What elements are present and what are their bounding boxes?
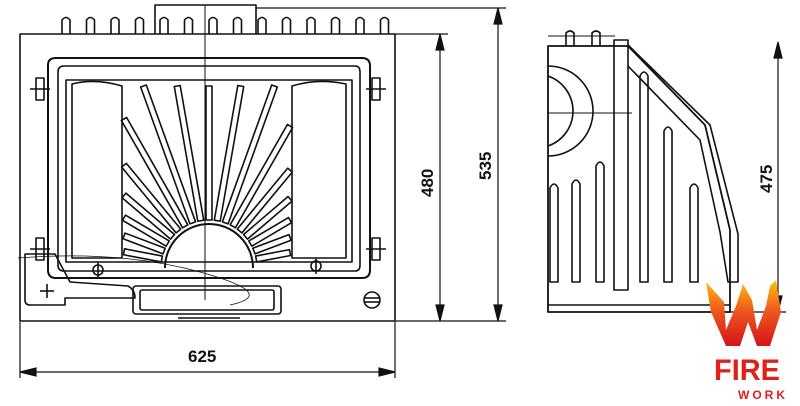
top-center-band — [154, 4, 257, 34]
vent-fin — [183, 16, 194, 34]
flame-w-icon — [706, 280, 781, 346]
side-fin — [663, 126, 673, 283]
sunburst-ray — [221, 84, 279, 225]
sunburst-ray — [254, 248, 292, 263]
side-door-slab — [613, 39, 629, 291]
vent-fin — [330, 16, 341, 34]
sunburst-ray — [139, 84, 197, 225]
top-vent-fins — [61, 16, 390, 34]
vent-fin — [281, 16, 292, 34]
door-inner-frame — [57, 65, 361, 272]
height-480-label: 480 — [418, 169, 437, 197]
side-fin — [595, 161, 605, 283]
sunburst-ray — [213, 84, 245, 223]
sunburst-ray — [121, 214, 171, 247]
flue-outlet — [547, 65, 594, 157]
sunburst-ray — [247, 216, 293, 247]
lower-left-bracket — [24, 253, 136, 306]
left-glass-panel — [71, 80, 123, 259]
side-fin — [549, 183, 559, 283]
sunburst-ray — [236, 167, 294, 234]
vent-fin — [355, 16, 365, 34]
logo-wordmark-work: WORK — [738, 388, 788, 402]
sunburst-ray — [120, 116, 189, 229]
sunburst-ray — [252, 233, 292, 255]
sunburst-ray — [122, 248, 164, 263]
sunburst-ray — [242, 195, 293, 240]
ash-pan-door — [132, 285, 282, 315]
logo-wordmark-fire: FIRE — [714, 354, 780, 387]
left-hinges — [30, 77, 50, 261]
side-top-stubs — [565, 30, 601, 46]
ash-pan-handle — [139, 289, 275, 311]
right-hinges — [366, 77, 386, 261]
sunburst-ray — [122, 232, 166, 255]
side-fin — [639, 71, 649, 283]
side-height-475-label: 475 — [757, 165, 776, 193]
vent-fin — [110, 16, 120, 34]
front-view — [17, 4, 396, 322]
glass-frame — [65, 79, 353, 263]
vent-fin — [232, 16, 243, 34]
front-outer-frame — [19, 33, 396, 322]
door-outer-frame — [47, 57, 371, 279]
vent-fin — [208, 16, 218, 34]
right-glass-panel — [291, 80, 347, 259]
air-control-knob — [363, 291, 381, 309]
side-vertical-fins — [549, 71, 699, 283]
vent-fin — [257, 16, 267, 34]
firework-logo: FIRE WORK — [706, 280, 788, 402]
vent-fin — [134, 16, 145, 34]
height-535-label: 535 — [476, 152, 495, 180]
side-fin — [571, 179, 581, 283]
width-dimension-label: 625 — [188, 347, 216, 366]
side-fin — [689, 183, 699, 283]
sunburst-grate — [120, 84, 294, 263]
vent-fin — [85, 16, 96, 34]
sunburst-ray — [173, 84, 205, 223]
vent-fin — [306, 16, 316, 34]
sunburst-ray — [120, 162, 182, 234]
vent-fin — [379, 16, 390, 34]
vent-fin — [159, 16, 169, 34]
sunburst-ray — [121, 192, 176, 240]
sunburst-ray — [205, 85, 213, 221]
door-screws — [40, 258, 322, 298]
vent-fin — [61, 16, 71, 34]
side-body-outline — [547, 45, 731, 313]
front-dimensions — [19, 7, 506, 378]
side-view — [547, 30, 739, 313]
grate-hub — [164, 223, 254, 269]
sunburst-ray — [229, 123, 294, 229]
